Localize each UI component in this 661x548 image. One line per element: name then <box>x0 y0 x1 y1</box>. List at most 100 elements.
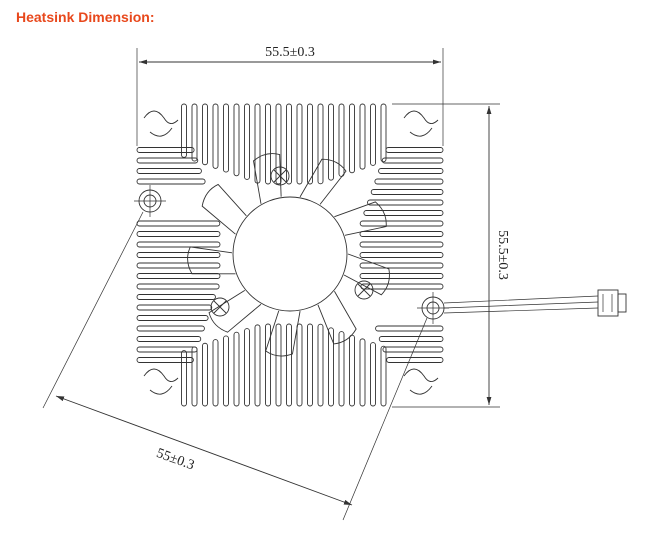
hole-spacing-label: 55±0.3 <box>154 446 196 473</box>
fin <box>136 273 221 279</box>
fins-right <box>359 147 444 363</box>
fin <box>317 323 324 407</box>
fin <box>359 252 444 258</box>
fins-left <box>136 147 221 363</box>
corner-hook <box>403 368 439 395</box>
fin <box>359 103 366 170</box>
fin <box>307 103 313 185</box>
fin <box>136 241 221 248</box>
fin <box>359 241 444 248</box>
fin <box>136 346 198 353</box>
fin <box>136 357 194 363</box>
fin <box>286 323 292 407</box>
fin <box>244 103 250 180</box>
fin <box>202 342 208 407</box>
fin <box>181 350 187 407</box>
fin <box>296 103 303 185</box>
fan-blades <box>187 153 390 357</box>
fan-blade <box>201 183 247 235</box>
fan-blade <box>253 153 282 204</box>
fin <box>244 328 250 407</box>
fan-cable <box>443 289 627 317</box>
fin <box>380 345 387 407</box>
fin <box>359 262 444 269</box>
fin <box>212 103 219 169</box>
fin <box>359 231 444 237</box>
fin <box>380 103 387 163</box>
mounting-hole-left <box>134 185 166 217</box>
screw-icon <box>354 280 374 300</box>
fan-blade <box>334 201 387 236</box>
fin <box>223 335 229 407</box>
fin <box>367 199 444 206</box>
fan-blade <box>343 253 390 296</box>
fin <box>136 283 220 290</box>
fin <box>317 103 324 185</box>
fin <box>136 147 195 153</box>
fin <box>328 103 334 181</box>
fin <box>136 168 202 174</box>
fin <box>359 338 366 407</box>
fan-blade <box>299 158 347 205</box>
fin <box>136 315 209 321</box>
fin <box>223 103 229 173</box>
fin <box>136 294 216 300</box>
height-label: 55.5±0.3 <box>495 230 510 280</box>
fin <box>381 157 444 164</box>
fin <box>275 103 282 185</box>
fin <box>212 339 219 407</box>
fin <box>349 334 355 407</box>
fin <box>378 168 444 174</box>
fin <box>296 323 303 407</box>
fin <box>202 103 208 166</box>
corner-hook <box>143 110 179 137</box>
fin <box>191 346 198 407</box>
screw-icon <box>210 297 230 317</box>
fin <box>136 252 221 258</box>
fin <box>275 323 282 407</box>
corner-hook <box>403 110 439 137</box>
fin <box>359 273 444 279</box>
fin <box>374 178 444 185</box>
width-label: 55.5±0.3 <box>265 45 315 60</box>
fin <box>307 323 313 407</box>
fin <box>370 342 376 407</box>
fin <box>136 178 206 185</box>
fin <box>385 147 444 153</box>
fan-blade <box>317 291 357 345</box>
fin <box>136 157 199 164</box>
fan-blade <box>208 289 262 333</box>
fin <box>363 210 444 216</box>
corner-hook <box>143 368 179 395</box>
fin <box>136 336 202 342</box>
fin <box>181 103 187 158</box>
fin <box>136 304 213 311</box>
screw-icon <box>270 166 290 186</box>
fin <box>136 325 205 332</box>
fin <box>265 103 271 185</box>
hole-spacing-dimension: 55±0.3 <box>42 211 428 521</box>
fan-blade <box>265 310 301 357</box>
fin <box>370 189 444 195</box>
fin <box>265 323 271 407</box>
height-dimension: 55.5±0.3 <box>392 103 510 408</box>
fin <box>191 103 198 162</box>
fin <box>370 103 376 166</box>
fin <box>233 331 240 407</box>
fin <box>286 103 292 185</box>
fin <box>328 327 334 407</box>
width-dimension: 55.5±0.3 <box>136 45 444 146</box>
fan-blade <box>187 246 236 275</box>
corner-hooks <box>143 110 439 395</box>
fin <box>378 336 444 342</box>
fan-hub <box>232 196 348 312</box>
fins-bottom <box>181 323 387 407</box>
fin <box>136 231 221 237</box>
fin <box>349 103 355 174</box>
fin <box>136 220 221 227</box>
fin <box>254 324 261 407</box>
section-heading: Heatsink Dimension: <box>16 9 155 25</box>
fin <box>386 357 444 363</box>
fin <box>233 103 240 177</box>
heatsink-body <box>134 103 449 407</box>
